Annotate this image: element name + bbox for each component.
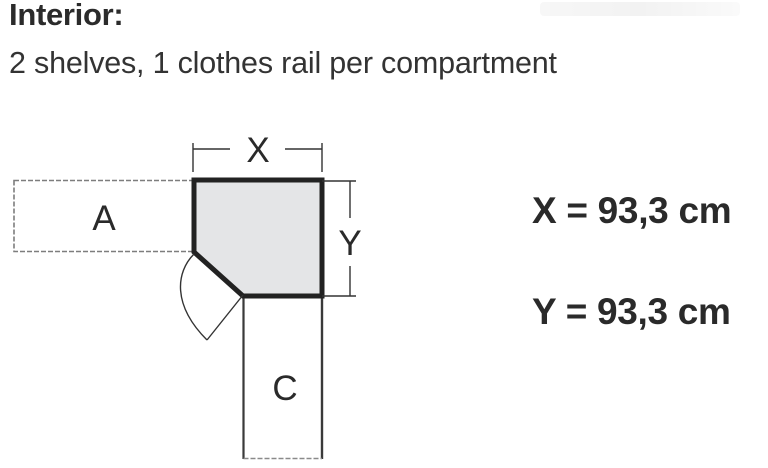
corner-unit — [191, 177, 325, 299]
y-dimension-label: Y — [338, 224, 361, 263]
section-heading: Interior: — [9, 0, 124, 32]
unit-a-outline — [13, 179, 195, 253]
unit-c-label: C — [272, 369, 297, 408]
x-dimension-label: X — [246, 131, 269, 170]
x-dimension-value: X = 93,3 cm — [532, 190, 732, 231]
faded-background-text — [540, 2, 740, 16]
x-dimension-line — [192, 143, 323, 172]
interior-description: 2 shelves, 1 clothes rail per compartmen… — [9, 46, 557, 80]
door-swing-icon — [179, 253, 244, 341]
unit-a-label: A — [92, 199, 116, 238]
y-dimension-line — [322, 180, 356, 297]
y-dimension-value: Y = 93,3 cm — [532, 291, 731, 332]
unit-c-outline — [242, 296, 324, 460]
